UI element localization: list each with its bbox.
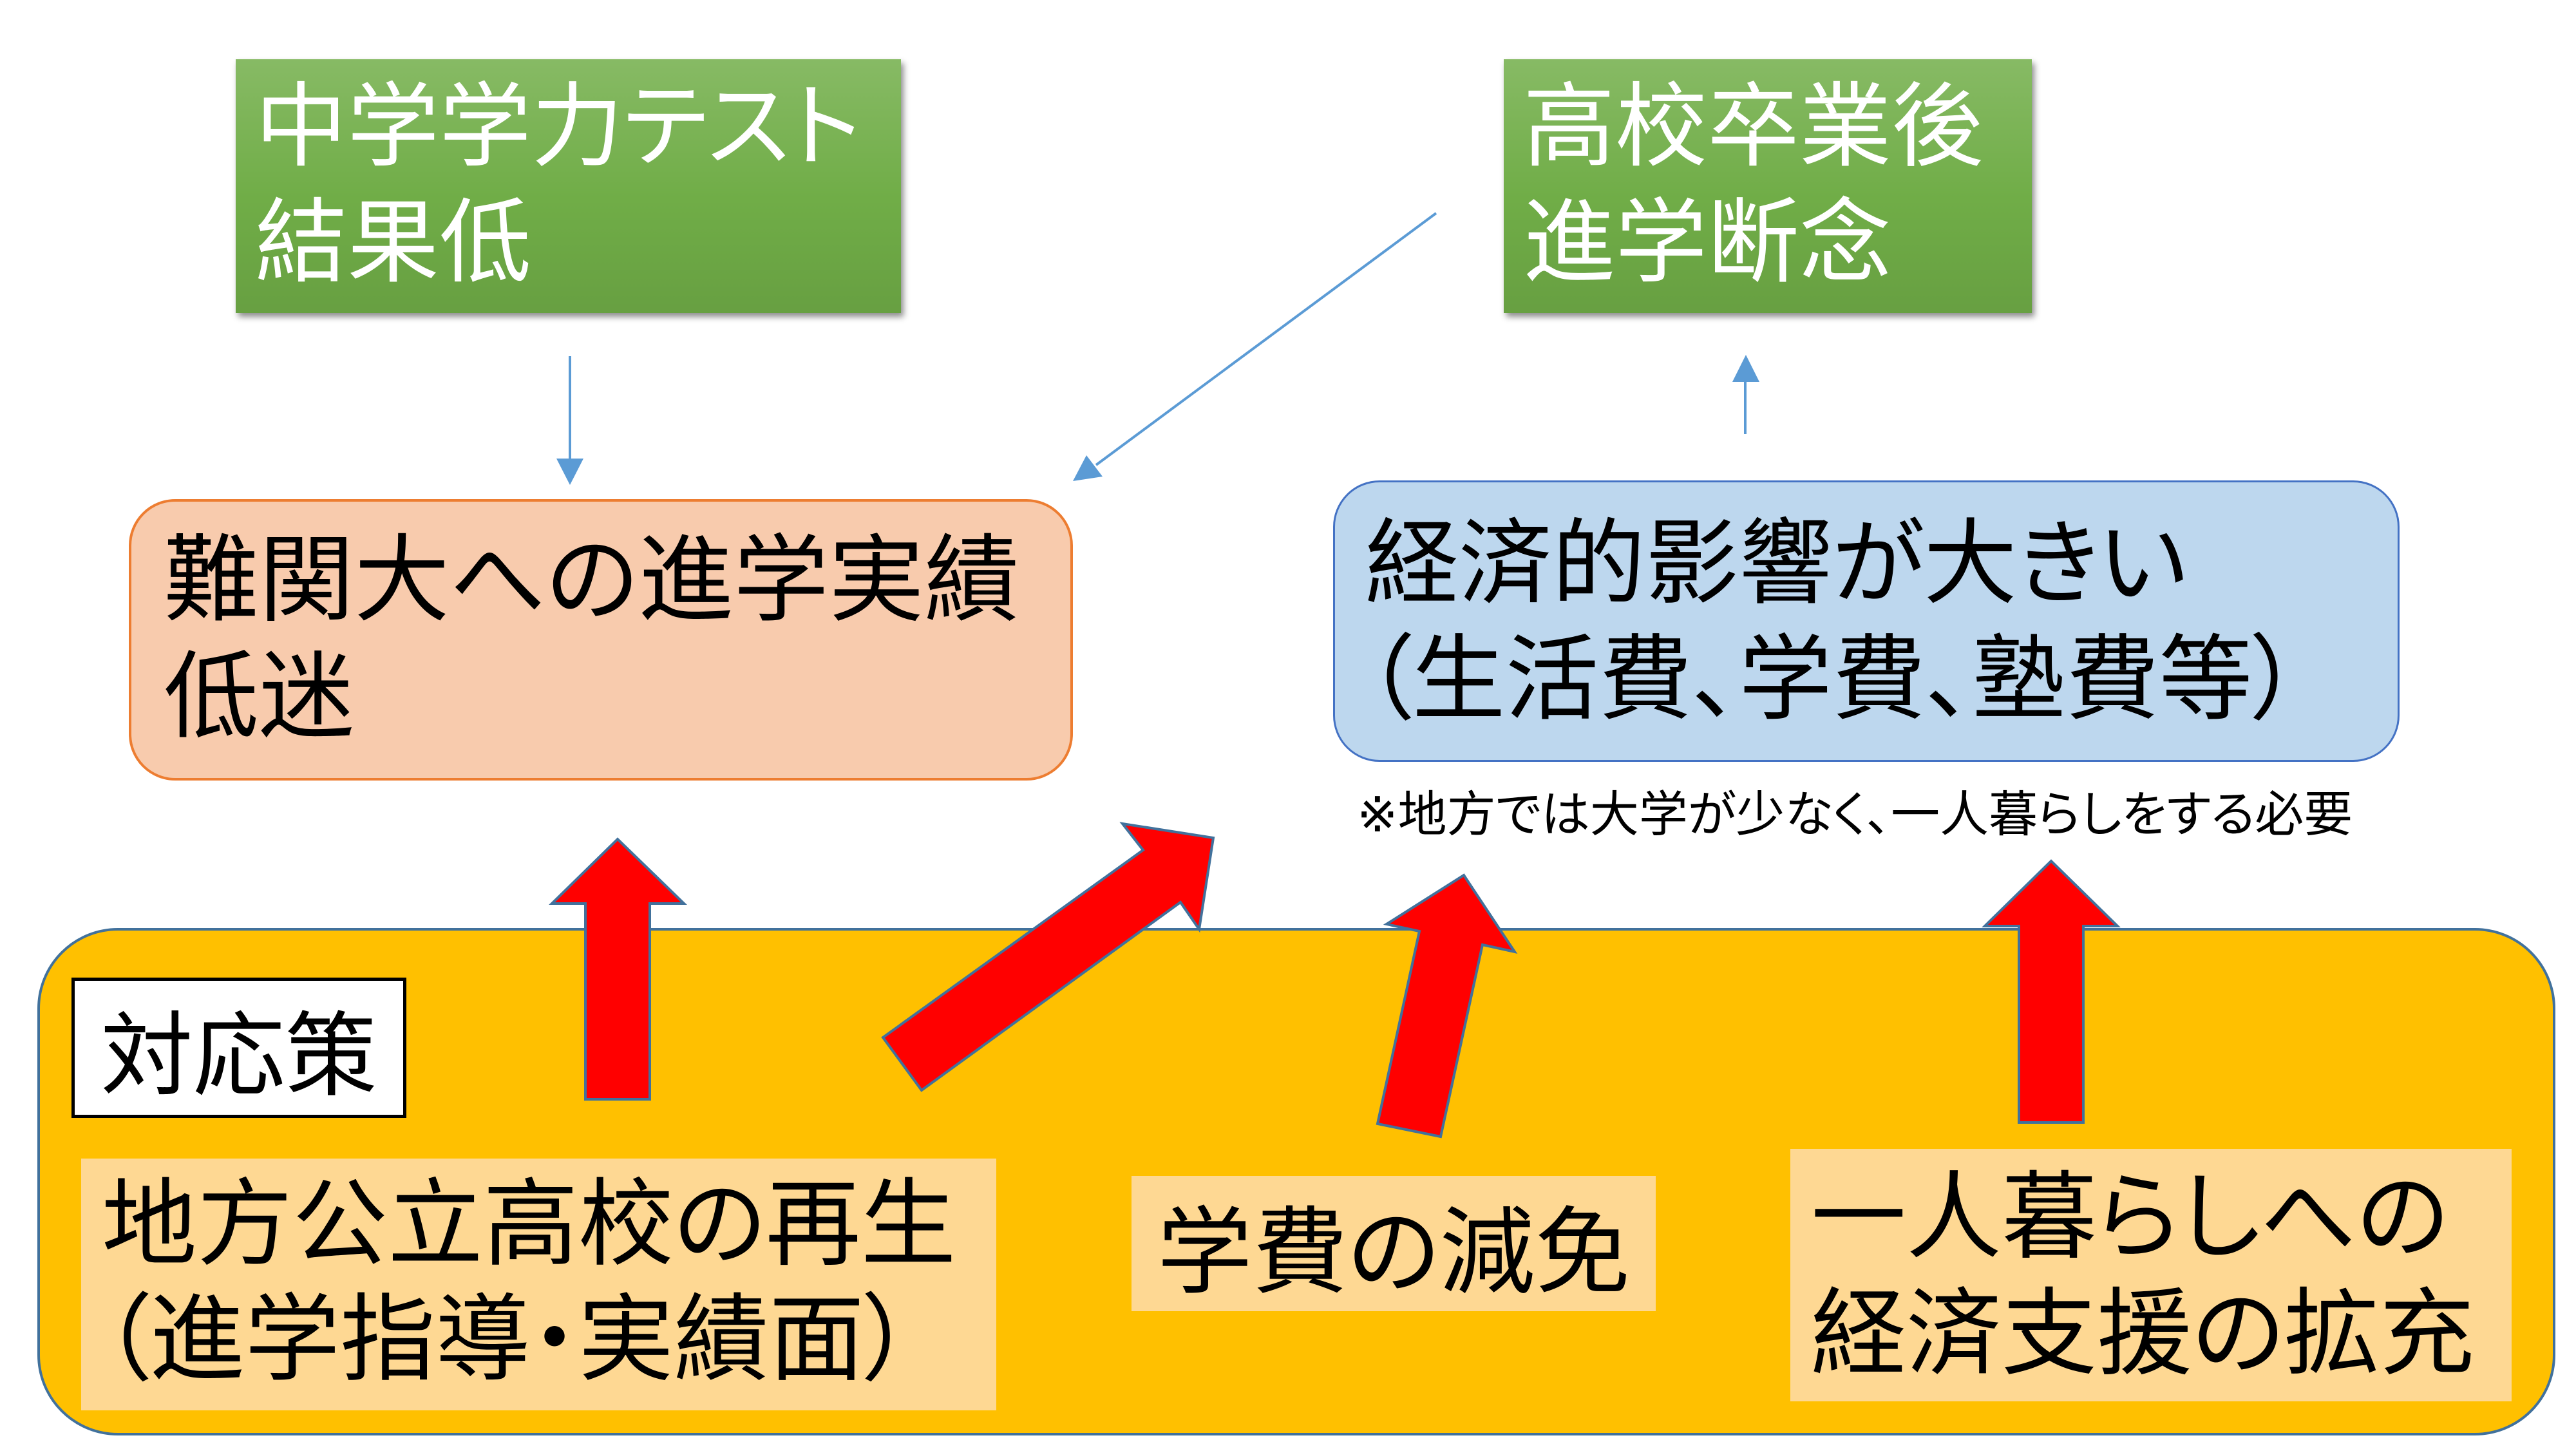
countermeasures-panel: 対応策 地方公立高校の再生 （進学指導・実績面） 学費の減免 一人暮らしへの 経… [37,928,2555,1435]
footnote: ※地方では大学が少なく、一人暮らしをする必要 [1357,786,2353,843]
issue-box-line: 難関大への進学実績 [164,525,1019,636]
countermeasure-line: （進学指導・実績面） [102,1284,912,1395]
arrow-down-left-icon [1073,455,1103,481]
countermeasure-line: 学費の減免 [1157,1197,1631,1308]
top-box-give-up-university: 高校卒業後 進学断念 [1504,59,2032,313]
top-box-line: 結果低 [255,189,531,296]
issue-box-line: （生活費、学費、塾費等） [1365,625,2299,734]
top-box-test-results: 中学学力テスト 結果低 [236,59,901,313]
connector-test-to-admissions [556,356,583,485]
countermeasure-item-tuition-reduction: 学費の減免 [1132,1176,1656,1311]
arrow-up-icon [1732,355,1759,382]
issue-box-economic-impact: 経済的影響が大きい （生活費、学費、塾費等） [1333,480,2400,762]
countermeasure-line: 地方公立高校の再生 [102,1169,956,1280]
top-box-line: 高校卒業後 [1523,73,1984,180]
countermeasure-item-living-support: 一人暮らしへの 経済支援の拡充 [1790,1149,2512,1401]
top-box-line: 中学学力テスト [255,73,861,180]
countermeasure-line: 経済支援の拡充 [1811,1278,2475,1389]
countermeasure-line: 一人暮らしへの [1811,1162,2449,1273]
issue-box-line: 経済的影響が大きい [1365,509,2187,618]
issue-box-admissions-slump: 難関大への進学実績 低迷 [129,499,1073,781]
connector-giveup-to-admissions [1073,212,1437,481]
connector-economic-to-giveup [1732,355,1759,434]
top-box-line: 進学断念 [1523,189,1891,296]
connector-line [1095,212,1437,466]
countermeasures-heading: 対応策 [71,978,406,1118]
countermeasure-item-public-school-revival: 地方公立高校の再生 （進学指導・実績面） [81,1159,996,1410]
arrow-down-icon [556,459,583,485]
countermeasures-heading-text: 対応策 [100,1001,377,1110]
issue-box-line: 低迷 [164,641,354,752]
